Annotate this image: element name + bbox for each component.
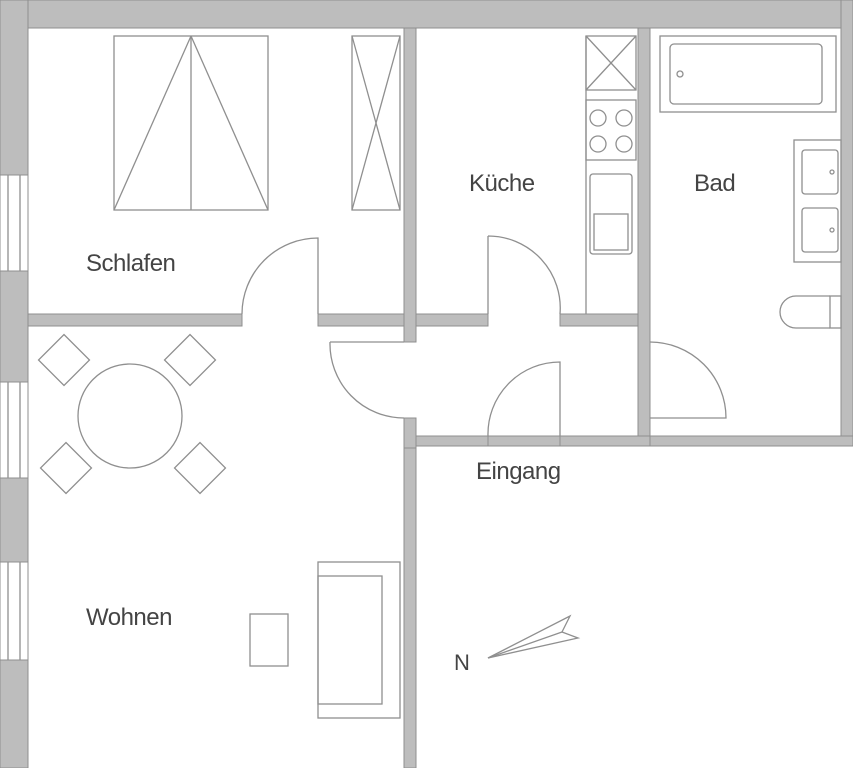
room-label-wohnen: Wohnen — [86, 604, 172, 631]
door-entrance — [487, 361, 561, 437]
window-wohnen-1 — [0, 381, 29, 479]
door-kueche — [487, 235, 561, 315]
washbasins — [793, 139, 842, 263]
stove — [585, 99, 637, 161]
dining-table — [37, 333, 227, 495]
fridge — [585, 35, 637, 91]
interior-walls — [27, 27, 651, 449]
window-schlafen — [0, 174, 29, 272]
room-label-kueche: Küche — [469, 170, 535, 197]
room-label-bad: Bad — [694, 170, 736, 197]
bed — [113, 35, 269, 211]
sofa — [317, 561, 401, 719]
door-wohnen — [329, 341, 405, 419]
wardrobe — [351, 35, 401, 211]
toilet — [779, 295, 842, 329]
north-arrow-icon — [487, 614, 581, 659]
doors — [241, 235, 727, 437]
bathtub — [659, 35, 837, 113]
compass-label: N — [454, 650, 470, 675]
coffee-table — [249, 613, 289, 667]
window-wohnen-2 — [0, 561, 29, 661]
room-label-schlafen: Schlafen — [86, 250, 176, 277]
windows — [0, 174, 29, 661]
door-schlafen — [241, 237, 319, 315]
kitchen-counter — [585, 35, 637, 314]
door-bad — [649, 341, 727, 419]
sink — [589, 173, 633, 255]
room-label-eingang: Eingang — [476, 458, 561, 485]
